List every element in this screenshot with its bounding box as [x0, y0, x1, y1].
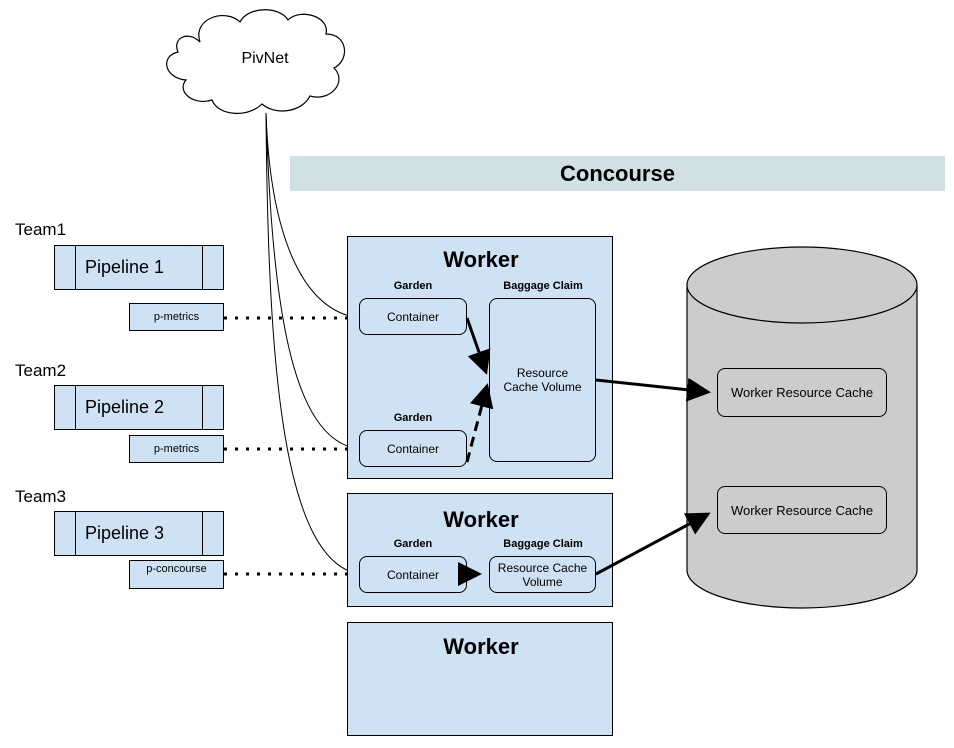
baggage-claim-label: Baggage Claim [503, 538, 583, 550]
resource-cache-volume[interactable]: Resource Cache Volume [489, 556, 596, 593]
concourse-banner: Concourse [290, 156, 945, 191]
pipeline-label: Pipeline 1 [75, 246, 203, 289]
worker-resource-cache[interactable]: Worker Resource Cache [717, 368, 887, 417]
pivnet-link-2 [265, 112, 360, 450]
database-cylinder [686, 246, 918, 609]
pivnet-link-1 [265, 112, 360, 319]
garden-label: Garden [393, 538, 433, 550]
baggage-claim-label: Baggage Claim [503, 280, 583, 292]
team-label: Team1 [15, 220, 67, 239]
pipeline-tag[interactable]: p-metrics [129, 435, 224, 463]
garden-label: Garden [393, 412, 433, 424]
worker-title: Worker [443, 634, 519, 659]
container-node[interactable]: Container [359, 556, 467, 593]
pipeline-box[interactable]: Pipeline 2 [54, 385, 224, 430]
resource-cache-volume[interactable]: Resource Cache Volume [489, 298, 596, 462]
pipeline-tag[interactable]: p-concourse [129, 560, 224, 589]
pipeline-box[interactable]: Pipeline 3 [54, 511, 224, 556]
container-node[interactable]: Container [359, 430, 467, 467]
team-label: Team3 [15, 487, 67, 506]
cloud-label: PivNet [241, 50, 289, 67]
pipeline-box[interactable]: Pipeline 1 [54, 245, 224, 290]
worker-resource-cache[interactable]: Worker Resource Cache [717, 486, 887, 534]
worker-title: Worker [443, 507, 519, 532]
worker-box: Worker [347, 622, 613, 736]
pipeline-label: Pipeline 2 [75, 386, 203, 429]
worker-title: Worker [443, 247, 519, 272]
pipeline-label: Pipeline 3 [75, 512, 203, 555]
garden-label: Garden [393, 280, 433, 292]
team-label: Team2 [15, 361, 67, 380]
container-node[interactable]: Container [359, 298, 467, 335]
cloud-icon [166, 9, 346, 114]
pivnet-link-3 [265, 112, 360, 575]
pipeline-tag[interactable]: p-metrics [129, 303, 224, 331]
